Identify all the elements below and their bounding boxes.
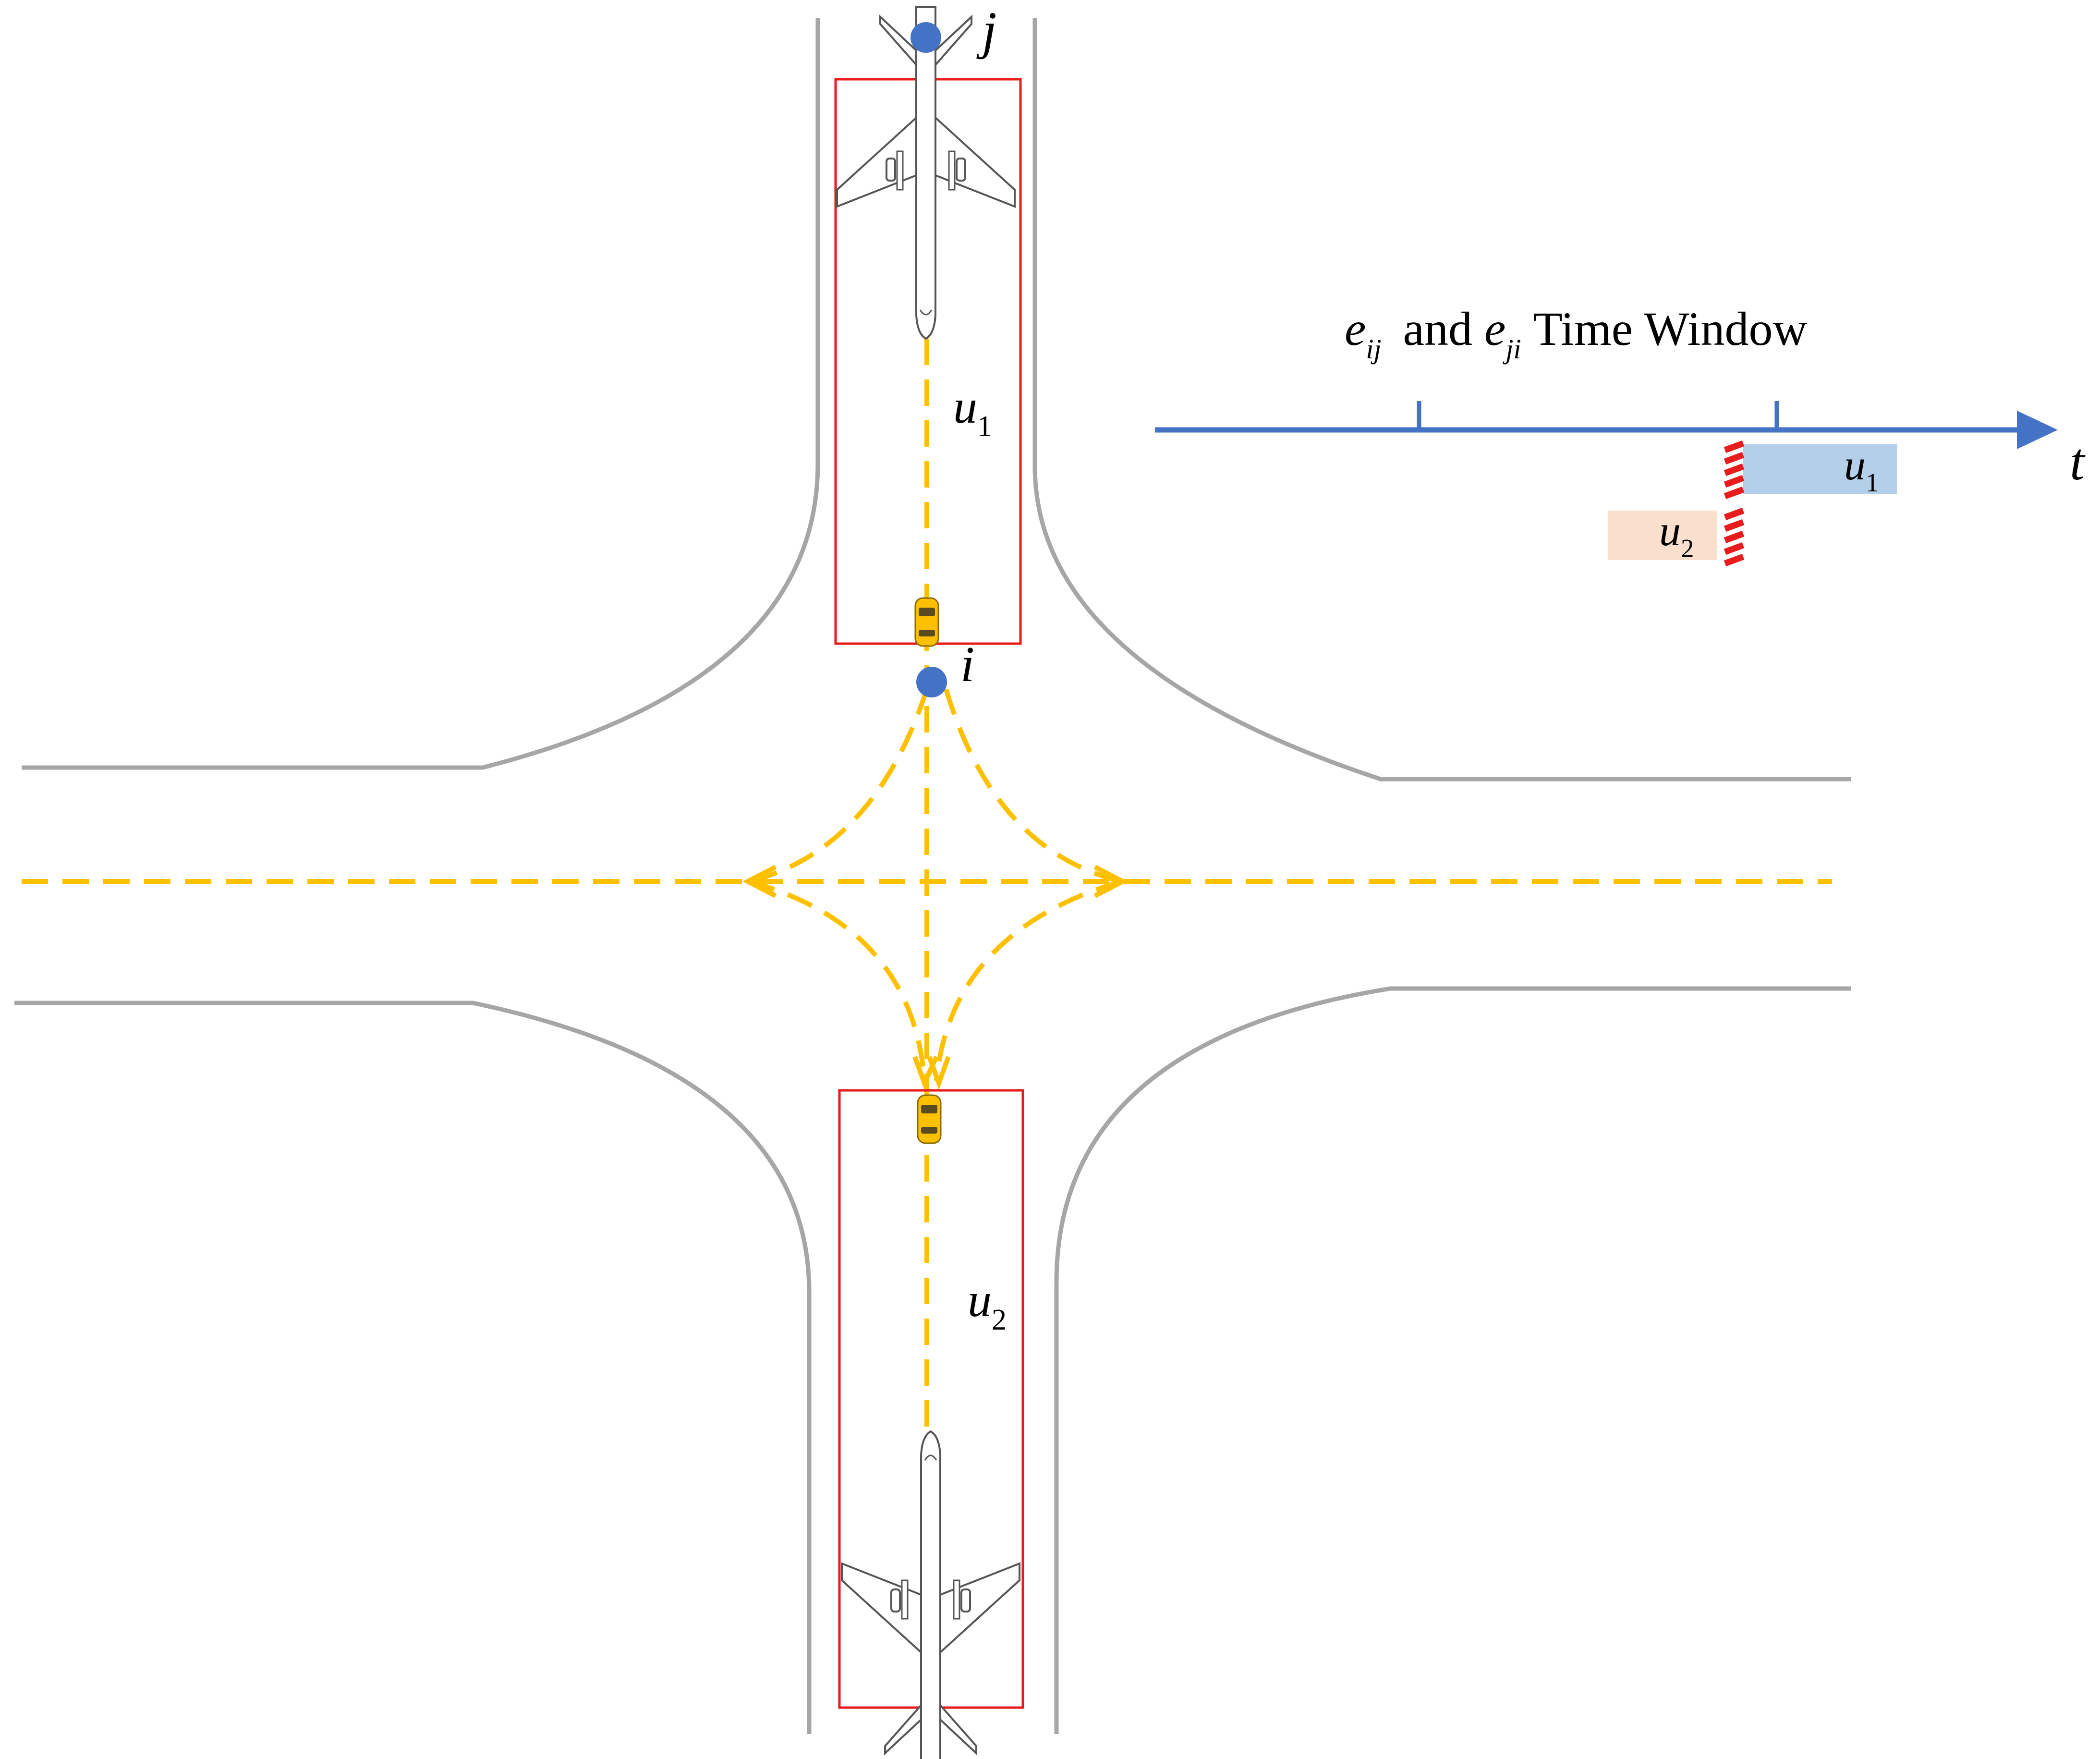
title-e2-sub: ji bbox=[1502, 333, 1521, 365]
node-j-label: j bbox=[976, 1, 997, 60]
title-rest: Time Window bbox=[1533, 302, 1808, 355]
road-edge-south-left bbox=[14, 1001, 812, 1734]
arrowhead-south-right bbox=[927, 1056, 951, 1090]
zone-u1-base: u bbox=[953, 380, 977, 433]
zone-u1-label: u1 bbox=[953, 380, 992, 443]
arrowhead-west bbox=[742, 865, 777, 898]
road-edge-north-left bbox=[22, 18, 820, 770]
u2-time-bar bbox=[1608, 511, 1717, 560]
node-j bbox=[910, 22, 941, 53]
turn-path-ne bbox=[944, 688, 1122, 884]
u1-bar-label: u1 bbox=[1844, 441, 1879, 497]
zone-u1-sub: 1 bbox=[977, 410, 992, 443]
turn-path-nw bbox=[748, 688, 929, 884]
u2-bar-base: u bbox=[1659, 507, 1681, 555]
airplane-icon bbox=[841, 1430, 1020, 1759]
u1-bar-base: u bbox=[1844, 441, 1866, 489]
u2-bar-label: u2 bbox=[1659, 507, 1694, 563]
time-axis-arrowhead bbox=[2017, 411, 2058, 449]
zone-u2-label: u2 bbox=[968, 1273, 1007, 1336]
node-i-label: i bbox=[960, 636, 974, 692]
road-edges bbox=[14, 18, 1851, 1734]
road-edge-south-right bbox=[1054, 986, 1851, 1734]
u2-break-marker bbox=[1725, 511, 1743, 563]
title-e2: e bbox=[1484, 302, 1505, 355]
car-icon bbox=[917, 1094, 942, 1144]
turn-path-se bbox=[934, 879, 1122, 1081]
u2-bar-sub: 2 bbox=[1681, 534, 1694, 563]
car-icon bbox=[914, 597, 939, 647]
zone-u2-sub: 2 bbox=[992, 1304, 1007, 1336]
title-e1: e bbox=[1345, 302, 1366, 355]
title-e1-sub: ij bbox=[1366, 333, 1381, 365]
road-edge-north-right bbox=[1032, 18, 1851, 782]
arrowhead-east bbox=[1093, 865, 1128, 898]
time-axis-label: t bbox=[2070, 432, 2086, 491]
u1-time-bar bbox=[1743, 444, 1897, 494]
title-and: and bbox=[1403, 302, 1472, 355]
node-i bbox=[916, 667, 947, 697]
u1-bar-sub: 1 bbox=[1866, 468, 1879, 497]
u1-break-marker bbox=[1725, 443, 1743, 496]
turn-path-sw bbox=[748, 879, 927, 1081]
zone-u2-base: u bbox=[968, 1273, 992, 1327]
